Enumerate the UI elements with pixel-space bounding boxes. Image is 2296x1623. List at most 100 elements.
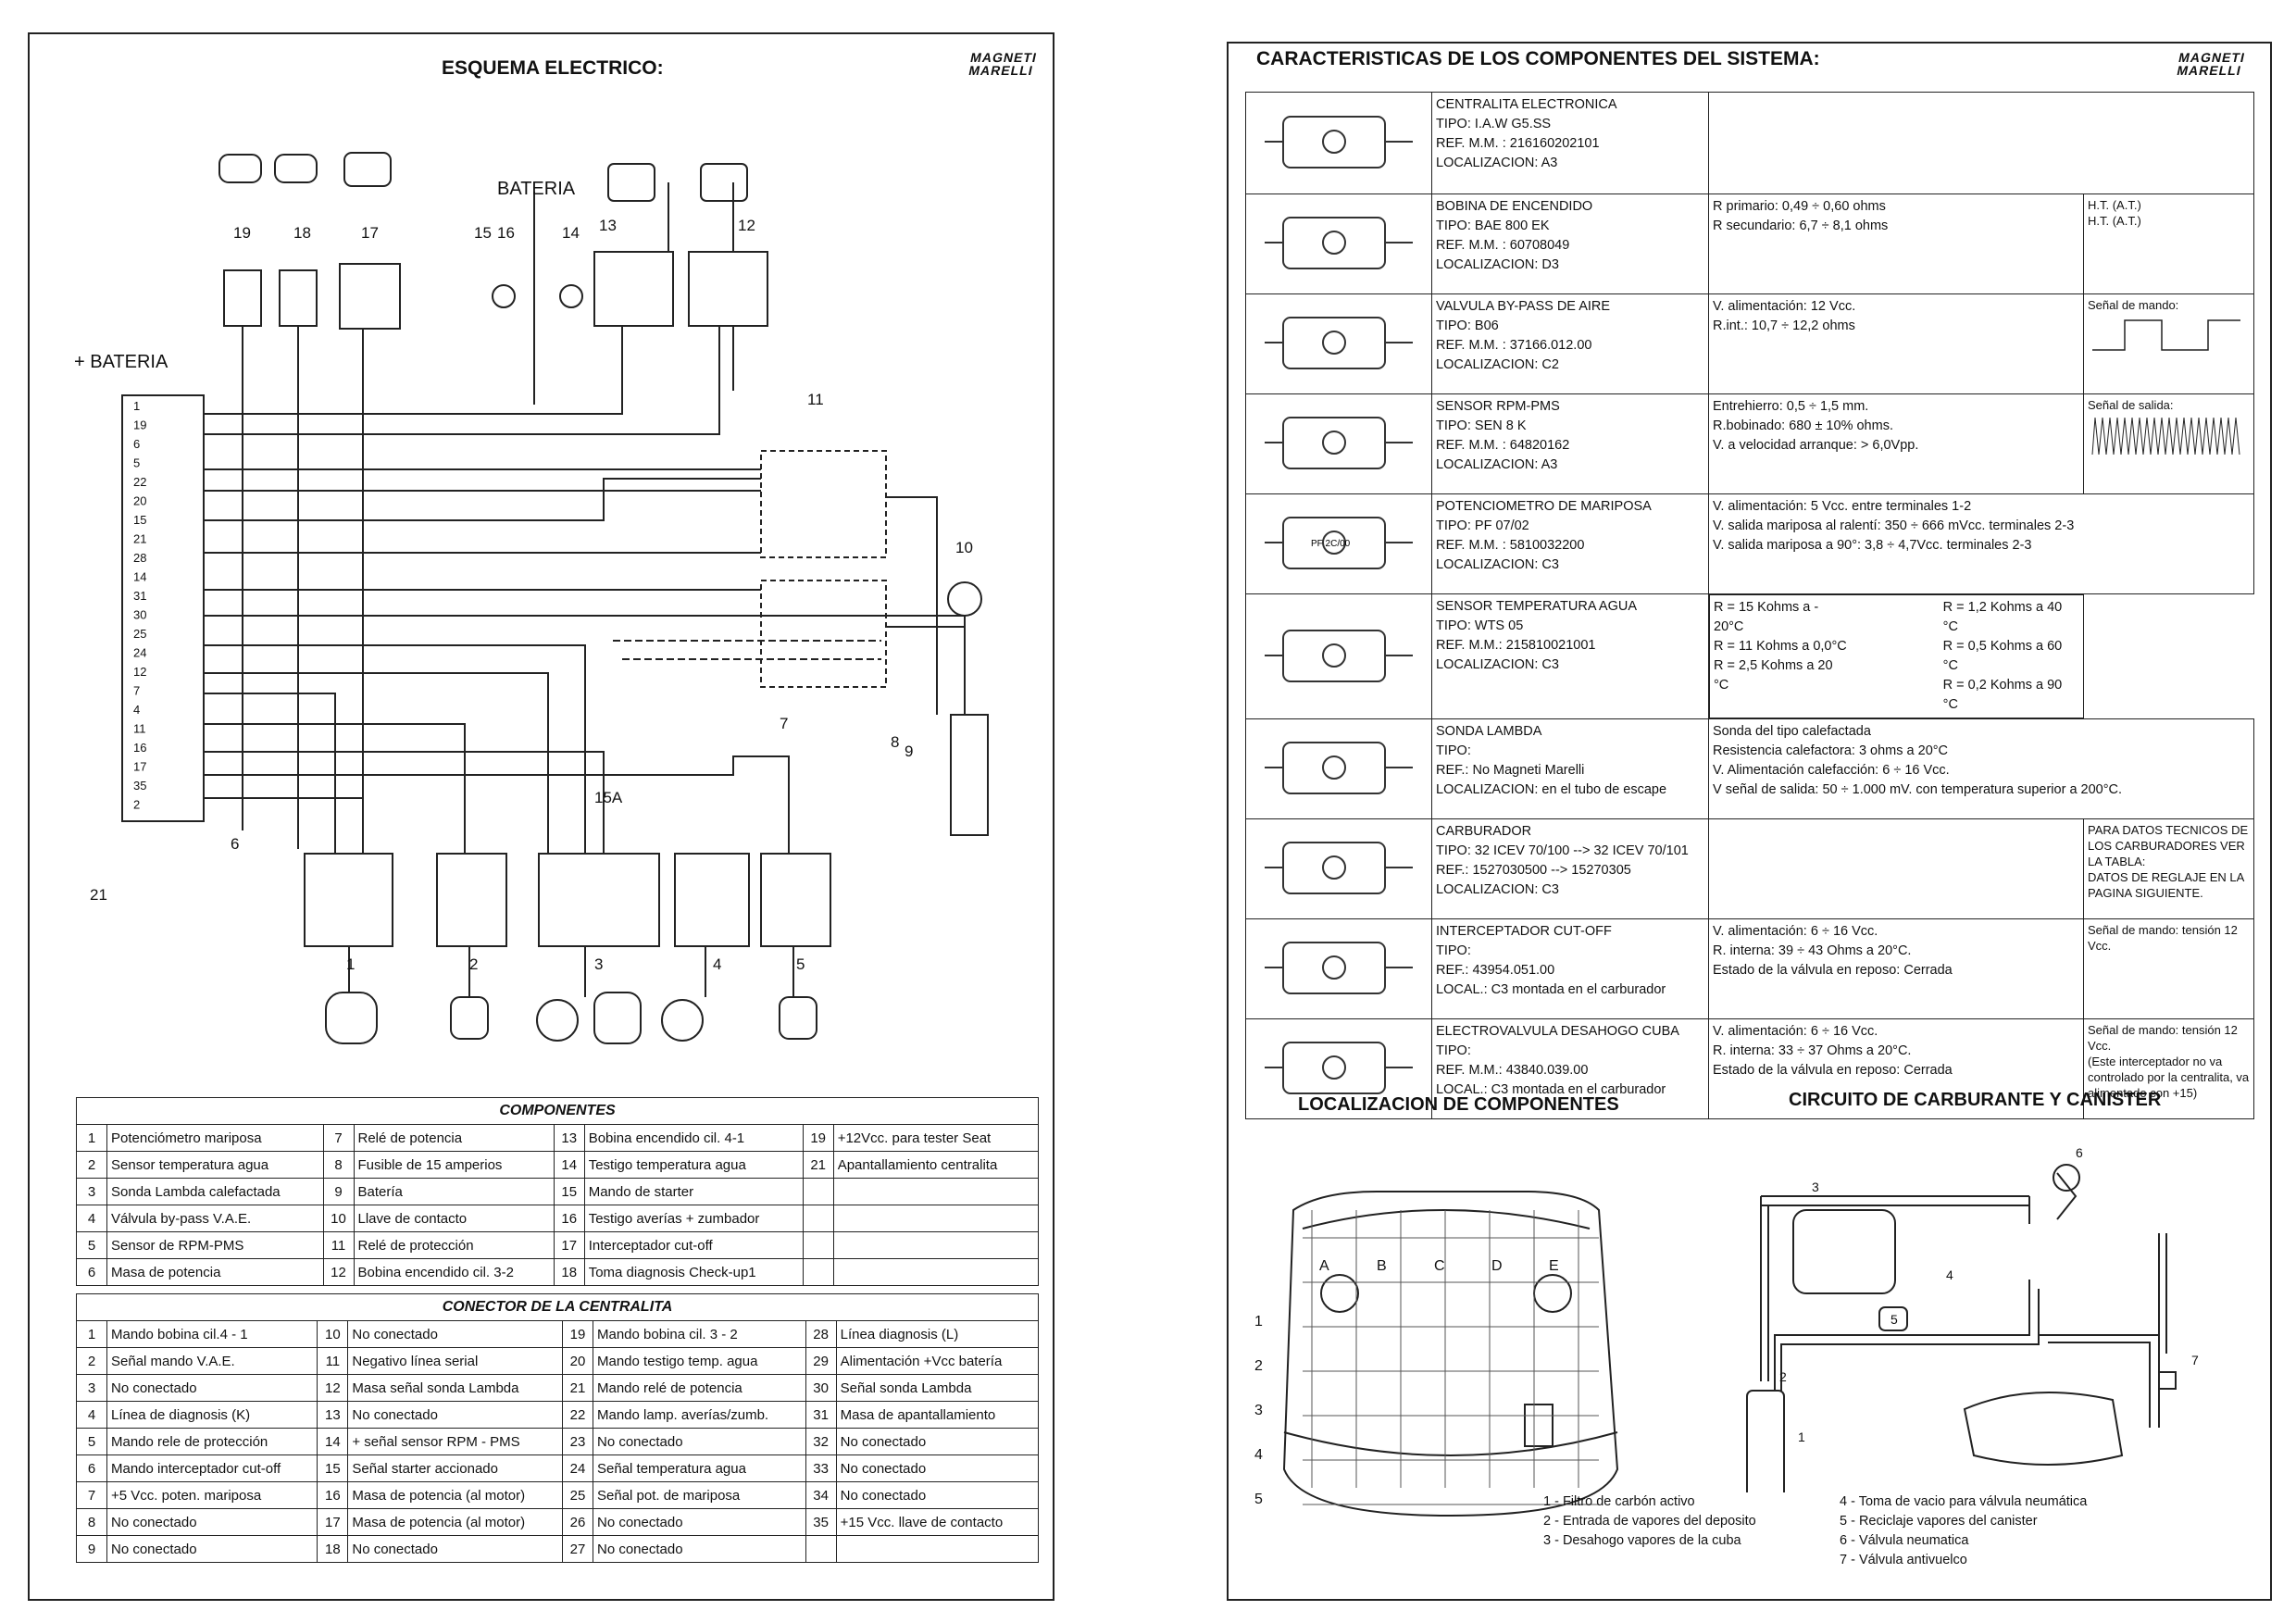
data-line: Resistencia calefactora: 3 ohms a 20°C (1713, 743, 1949, 758)
connector-number: 9 (76, 1535, 107, 1563)
component-number-label: 19 (233, 224, 251, 242)
bateria-plus-label: + BATERIA (74, 352, 168, 372)
component-label (832, 1258, 1040, 1286)
component-label: Apantallamiento centralita (832, 1151, 1040, 1179)
description-line: REF. M.M.: 43840.039.00 (1436, 1063, 1589, 1078)
connector-label: Mando bobina cil. 3 - 2 (593, 1320, 806, 1348)
component-label: Bobina encendido cil. 4-1 (583, 1124, 804, 1152)
component-number (802, 1178, 834, 1205)
connector-label: No conectado (835, 1481, 1040, 1509)
description-line: TIPO: (1436, 943, 1471, 958)
signal-info: PARA DATOS TECNICOS DE LOS CARBURADORES … (2083, 818, 2254, 919)
component-label: Interceptador cut-off (583, 1231, 804, 1259)
grid-column-label: D (1491, 1258, 1503, 1274)
connector-label: No conectado (347, 1535, 563, 1563)
component-image (1245, 194, 1432, 294)
connector-label: No conectado (106, 1535, 318, 1563)
component-number-label: 13 (599, 217, 617, 234)
connector-number: 18 (317, 1535, 349, 1563)
signal-info: Señal de salida: (2083, 393, 2254, 494)
grid-column-label: E (1549, 1258, 1559, 1274)
circuito-title: CIRCUITO DE CARBURANTE Y CANISTER (1789, 1090, 2162, 1110)
component-data: V. alimentación: 6 ÷ 16 Vcc.R. interna: … (1708, 918, 2084, 1019)
data-line: R = 1,2 Kohms a 40 °C (1942, 600, 2063, 634)
grid-row-label: 3 (1254, 1403, 1263, 1418)
legend-item: 6 - Válvula neumatica (1840, 1533, 1969, 1548)
connector-label: Negativo línea serial (347, 1347, 563, 1375)
connector-number: 4 (76, 1401, 107, 1429)
connector-number: 25 (562, 1481, 593, 1509)
connector-label: Masa de apantallamiento (835, 1401, 1040, 1429)
component-number: 15 (553, 1178, 585, 1205)
connector-number: 13 (317, 1401, 349, 1429)
connector-label: Señal sonda Lambda (835, 1374, 1040, 1402)
data-line: V. a velocidad arranque: > 6,0Vpp. (1713, 438, 1919, 453)
data-line: V. alimentación: 6 ÷ 16 Vcc. (1713, 1024, 1878, 1039)
connector-number: 30 (805, 1374, 837, 1402)
description-line: LOCAL.: C3 montada en el carburador (1436, 982, 1666, 997)
data-line: V. salida mariposa al ralentí: 350 ÷ 666… (1713, 518, 2075, 533)
component-number (802, 1258, 834, 1286)
connector-number: 28 (805, 1320, 837, 1348)
connector-label: Señal mando V.A.E. (106, 1347, 318, 1375)
connector-label: + señal sensor RPM - PMS (347, 1428, 563, 1455)
ecu-pin-label: 30 (133, 608, 146, 622)
connector-label: No conectado (835, 1454, 1040, 1482)
description-line: BOBINA DE ENCENDIDO (1436, 199, 1593, 214)
description-line: ELECTROVALVULA DESAHOGO CUBA (1436, 1024, 1679, 1039)
component-label: Testigo temperatura agua (583, 1151, 804, 1179)
data-line: R = 0,5 Kohms a 60 °C (1942, 639, 2063, 673)
component-label: +12Vcc. para tester Seat (832, 1124, 1040, 1152)
signal-line: H.T. (A.T.) (2088, 214, 2141, 228)
connector-number: 7 (76, 1481, 107, 1509)
component-number-label: 21 (90, 886, 107, 904)
description-line: REF. M.M. : 216160202101 (1436, 136, 1600, 151)
description-line: LOCALIZACION: A3 (1436, 156, 1558, 170)
data-line: Sonda del tipo calefactada (1713, 724, 1871, 739)
description-line: REF.: 43954.051.00 (1436, 963, 1555, 978)
signal-info: Señal de mando: tensión 12 Vcc. (2083, 918, 2254, 1019)
ecu-pin-label: 6 (133, 437, 140, 451)
connector-number: 27 (562, 1535, 593, 1563)
ecu-pin-label: 11 (133, 722, 146, 736)
grid-row-label: 1 (1254, 1314, 1263, 1330)
ecu-pin-label: 28 (133, 551, 146, 565)
page-title: ESQUEMA ELECTRICO: (442, 57, 664, 79)
component-number: 3 (76, 1178, 107, 1205)
component-label (832, 1178, 1040, 1205)
description-line: REF. M.M. : 5810032200 (1436, 538, 1585, 553)
data-line: R = 2,5 Kohms a 20 °C (1714, 658, 1833, 693)
connector-label: No conectado (106, 1374, 318, 1402)
ecu-pin-label: 22 (133, 475, 146, 489)
component-label: Mando de starter (583, 1178, 804, 1205)
component-number: 21 (802, 1151, 834, 1179)
legend-item: 7 - Válvula antivuelco (1840, 1553, 1967, 1567)
connector-label: Mando bobina cil.4 - 1 (106, 1320, 318, 1348)
description-line: TIPO: BAE 800 EK (1436, 218, 1550, 233)
connector-number: 23 (562, 1428, 593, 1455)
component-label: Sensor de RPM-PMS (106, 1231, 324, 1259)
canister-icon (1746, 1390, 1785, 1492)
component-number (802, 1231, 834, 1259)
component-image (1245, 293, 1432, 394)
component-number-label: 18 (293, 224, 311, 242)
grid-row-label: 5 (1254, 1492, 1263, 1507)
